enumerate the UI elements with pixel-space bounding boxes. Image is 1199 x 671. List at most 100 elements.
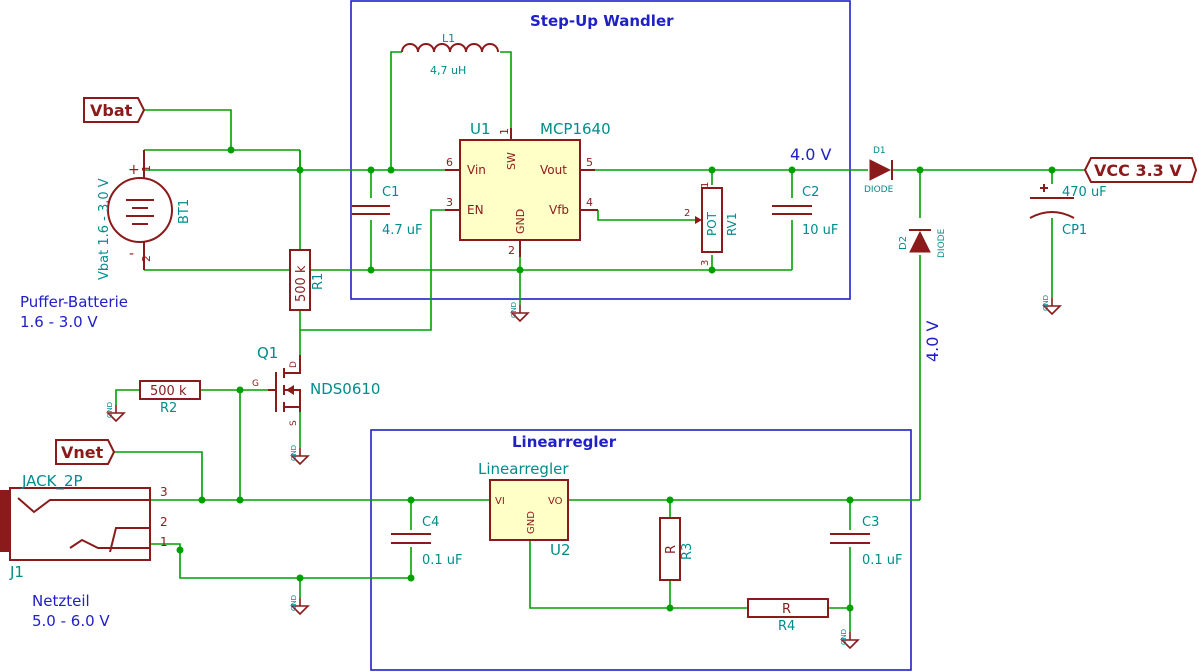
svg-text:U1: U1 (470, 120, 491, 138)
ic-u1-mcp1640: U1 MCP1640 Vin EN Vout Vfb SW GND 6 3 5 … (445, 120, 611, 257)
svg-text:DIODE: DIODE (864, 185, 894, 195)
svg-text:R1: R1 (311, 273, 326, 290)
svg-text:4.7 uF: 4.7 uF (382, 223, 423, 238)
svg-text:3: 3 (700, 260, 711, 266)
svg-text:1: 1 (700, 182, 711, 188)
label-vnet: Vnet (55, 439, 116, 465)
wires-bottom (114, 389, 920, 632)
svg-text:4: 4 (586, 196, 593, 209)
svg-text:-: - (129, 246, 134, 262)
resistor-r2: 500 k R2 (139, 380, 201, 416)
svg-text:C2: C2 (802, 185, 819, 200)
svg-text:VO: VO (548, 496, 563, 507)
svg-text:1: 1 (160, 535, 168, 549)
net-label-stepup: 4.0 V (790, 145, 832, 164)
svg-text:0.1 uF: 0.1 uF (862, 553, 903, 568)
svg-text:R: R (782, 602, 791, 617)
svg-text:Q1: Q1 (257, 344, 278, 362)
svg-text:C1: C1 (382, 185, 399, 200)
svg-text:R4: R4 (778, 619, 795, 634)
svg-text:MCP1640: MCP1640 (540, 120, 611, 138)
linear-title: Linearregler (512, 433, 617, 451)
svg-text:C4: C4 (422, 515, 439, 530)
svg-text:D: D (289, 361, 299, 368)
capacitor-c2: C2 10 uF (772, 185, 838, 238)
svg-text:5: 5 (586, 156, 593, 169)
resistor-r3: R R3 (659, 517, 695, 581)
svg-text:Linearregler: Linearregler (478, 460, 569, 478)
svg-text:NDS0610: NDS0610 (310, 380, 380, 398)
svg-text:RV1: RV1 (725, 212, 739, 236)
svg-text:1: 1 (140, 165, 153, 172)
net-label-linear: 4.0 V (923, 320, 942, 362)
battery-note-2: 1.6 - 3.0 V (20, 313, 98, 331)
svg-text:GND: GND (290, 445, 298, 461)
svg-text:L1: L1 (442, 32, 455, 45)
svg-text:U2: U2 (550, 541, 571, 559)
svg-text:500 k: 500 k (150, 384, 187, 399)
svg-text:3: 3 (160, 485, 168, 499)
svg-text:R: R (664, 545, 679, 554)
svg-text:GND: GND (514, 209, 527, 234)
wires-top (144, 51, 1085, 500)
mosfet-q1: Q1 NDS0610 G D S (252, 344, 380, 426)
diode-d2: D2 DIODE (898, 228, 947, 258)
svg-text:GND: GND (1042, 295, 1050, 311)
svg-text:SW: SW (505, 152, 518, 170)
jack-j1: JACK_2P J1 3 2 1 (0, 472, 168, 581)
svg-text:GND: GND (510, 302, 518, 318)
svg-text:2: 2 (160, 515, 168, 529)
potentiometer-rv1: POT RV1 1 2 3 (684, 182, 739, 266)
capacitor-c4: C4 0.1 uF (391, 515, 463, 568)
svg-text:GND: GND (526, 511, 537, 534)
svg-text:Vfb: Vfb (549, 203, 569, 217)
svg-text:Vout: Vout (540, 163, 567, 177)
resistor-r4: R R4 (747, 598, 829, 634)
svg-text:C3: C3 (862, 515, 879, 530)
svg-text:2: 2 (140, 255, 153, 262)
svg-text:D2: D2 (898, 236, 909, 250)
svg-text:470 uF: 470 uF (1062, 185, 1107, 200)
svg-text:VCC 3.3 V: VCC 3.3 V (1094, 161, 1182, 180)
svg-text:Vbat 1.6 - 3.0 V: Vbat 1.6 - 3.0 V (97, 178, 112, 280)
svg-text:EN: EN (467, 203, 484, 217)
svg-text:R2: R2 (160, 401, 177, 416)
svg-text:+: + (128, 162, 140, 178)
linear-block (370, 429, 912, 671)
capacitor-c1: C1 4.7 uF (352, 185, 423, 238)
svg-text:GND: GND (106, 402, 114, 418)
svg-text:JACK_2P: JACK_2P (21, 472, 83, 491)
svg-text:2: 2 (684, 208, 690, 219)
label-vcc: VCC 3.3 V (1083, 157, 1198, 183)
svg-text:10 uF: 10 uF (802, 223, 838, 238)
svg-text:Vnet: Vnet (61, 443, 104, 462)
ground-symbols: GND GND GND GND GND GND (106, 295, 1061, 649)
capacitor-cp1: 470 uF CP1 (1029, 184, 1107, 238)
svg-text:R3: R3 (680, 543, 695, 560)
battery-note-1: Puffer-Batterie (20, 293, 128, 311)
svg-text:3: 3 (446, 196, 453, 209)
svg-text:4,7 uH: 4,7 uH (430, 64, 466, 77)
battery-bt1: + - 1 2 BT1 Vbat 1.6 - 3.0 V (97, 150, 192, 280)
junctions (176, 146, 1056, 612)
diode-d1: D1 DIODE (864, 146, 894, 195)
svg-text:GND: GND (290, 595, 298, 611)
inductor-l1: L1 4,7 uH (401, 32, 499, 77)
svg-text:Vin: Vin (467, 163, 486, 177)
svg-text:VI: VI (495, 496, 505, 507)
svg-text:GND: GND (840, 629, 848, 645)
ic-u2-linearregler: Linearregler U2 VI VO GND (478, 460, 571, 559)
svg-text:DIODE: DIODE (937, 228, 947, 258)
svg-text:S: S (289, 420, 299, 426)
svg-text:1: 1 (498, 128, 511, 135)
svg-text:BT1: BT1 (177, 199, 192, 224)
svg-text:Vbat: Vbat (90, 101, 133, 120)
stepup-block (350, 0, 851, 300)
capacitor-c3: C3 0.1 uF (830, 515, 903, 568)
svg-text:D1: D1 (873, 146, 886, 156)
resistor-r1: 500 k R1 (289, 249, 326, 311)
svg-text:J1: J1 (9, 563, 24, 581)
psu-note-2: 5.0 - 6.0 V (32, 612, 110, 630)
svg-text:6: 6 (446, 156, 453, 169)
